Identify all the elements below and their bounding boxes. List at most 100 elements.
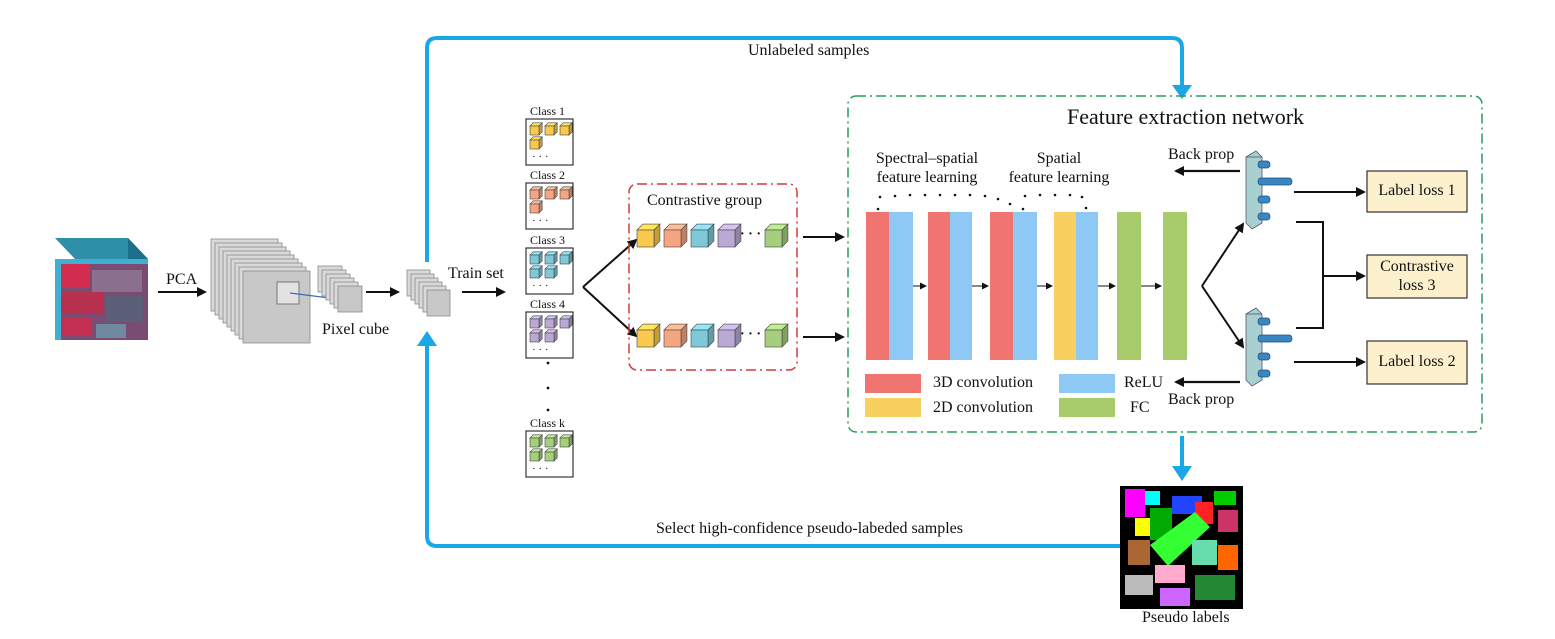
fc-neuron [1257, 352, 1271, 361]
network-layer-bar [1163, 212, 1187, 360]
split-arrow-upper [582, 238, 638, 288]
contrastive-sample-cube [663, 223, 688, 248]
contrastive-upper-ellipsis: · · · [740, 227, 762, 242]
hyperspectral-cube [55, 238, 148, 340]
label-loss-2-box [1366, 340, 1468, 385]
pixel-cube-label: Pixel cube [322, 321, 390, 338]
class-k-label: Class k [530, 416, 566, 430]
fc-neuron [1257, 334, 1293, 343]
pca-label: PCA [166, 271, 198, 288]
contrastive-sample-cube [717, 323, 742, 348]
fc-neuron [1257, 195, 1271, 204]
network-to-pseudo-arrowhead [1172, 466, 1192, 481]
pseudo-label-map [1120, 486, 1243, 609]
heads-to-contrastive-loss [1296, 221, 1364, 329]
class-box: · · · [525, 311, 574, 359]
network-layer-bar [1117, 212, 1141, 360]
feature-network-box [847, 95, 1483, 433]
class-sample-cube [529, 434, 543, 448]
class-sample-cube [544, 315, 558, 329]
class-box: · · · [525, 118, 574, 166]
contrastive-sample-cube [690, 223, 715, 248]
contrastive-loss-3-label: Contrastive loss 3 [1380, 258, 1454, 294]
pseudo-labels-label: Pseudo labels [1142, 609, 1230, 626]
fc-plate [1245, 307, 1263, 387]
class-sample-cube [544, 448, 558, 462]
class-sample-cube [544, 186, 558, 200]
legend-swatch [1059, 374, 1115, 393]
network-layer-bar [950, 212, 972, 360]
class-sample-cube [544, 329, 558, 343]
contrastive-sample-cube [717, 223, 742, 248]
contrastive-sample-cube [764, 323, 789, 348]
class-4-label: Class 4 [530, 297, 566, 311]
back-prop-bottom-label: Back prop [1168, 391, 1235, 408]
network-layer-bar [866, 212, 890, 360]
class-1-label: Class 1 [530, 104, 566, 118]
class-box-ellipsis: · · · [532, 151, 549, 163]
fc-neuron [1257, 160, 1271, 169]
legend-relu-label: ReLU [1124, 374, 1164, 391]
network-layer-bar [990, 212, 1014, 360]
class-sample-cube [529, 122, 543, 136]
pixel-cube-stack [317, 265, 363, 313]
train-set-label: Train set [448, 265, 504, 282]
contrastive-sample-cube [690, 323, 715, 348]
unlabeled-flow-arrow [425, 36, 1184, 262]
class-sample-cube [529, 251, 543, 265]
legend-swatches [865, 374, 1115, 417]
feature-network-title: Feature extraction network [1067, 104, 1305, 129]
class-sample-cube [529, 200, 543, 214]
class-sample-cube [544, 434, 558, 448]
class-sample-cube [559, 122, 573, 136]
legend-swatch [865, 374, 921, 393]
fork-to-lower-head [1201, 285, 1245, 349]
train-cube-stack [406, 269, 451, 317]
train-slice [426, 289, 451, 317]
class-sample-cube [559, 315, 573, 329]
contrastive-loss-3-box [1366, 254, 1468, 299]
class-sample-cube [544, 265, 558, 279]
contrastive-lower-ellipsis: · · · [740, 327, 762, 342]
unlabeled-arrowhead [1172, 85, 1192, 99]
contrastive-row-upper [636, 223, 789, 248]
class-sample-cube [559, 251, 573, 265]
class-2-label: Class 2 [530, 168, 566, 182]
unlabeled-samples-label: Unlabeled samples [748, 42, 870, 59]
class-sample-cube [529, 329, 543, 343]
class-sample-cube [529, 448, 543, 462]
class-boxes: · · · · · · · · · · · · · · · [525, 118, 574, 478]
network-layer-bar [928, 212, 950, 360]
legend-2d-conv-label: 2D convolution [933, 399, 1033, 416]
class-3-label: Class 3 [530, 233, 566, 247]
pseudo-flow-arrow [425, 345, 1120, 548]
label-loss-1-label: Label loss 1 [1378, 182, 1456, 199]
network-layer-bar [1054, 212, 1076, 360]
class-sample-cube [529, 265, 543, 279]
contrastive-row-lower [636, 323, 789, 348]
spectral-spatial-label: Spectral–spatial feature learning [875, 150, 979, 186]
contrastive-sample-cube [636, 223, 661, 248]
class-sample-cube [544, 122, 558, 136]
class-box: · · · [525, 430, 574, 478]
fork-to-upper-head [1201, 222, 1245, 287]
class-sample-cube [544, 251, 558, 265]
legend-swatch [865, 398, 921, 417]
class-box: · · · [525, 182, 574, 230]
network-layers [866, 212, 1187, 360]
contrastive-sample-cube [764, 223, 789, 248]
pixel-slice [337, 285, 363, 313]
fc-plate [1245, 150, 1263, 230]
contrastive-sample-cube [663, 323, 688, 348]
network-layer-bar [1013, 212, 1037, 360]
pseudo-arrowhead [417, 331, 437, 346]
legend-3d-conv-label: 3D convolution [933, 374, 1033, 391]
legend-swatch [1059, 398, 1115, 417]
spatial-label: Spatial feature learning [1008, 150, 1110, 186]
class-box: · · · [525, 247, 574, 295]
contrastive-group-box [628, 183, 798, 371]
class-sample-cube [559, 186, 573, 200]
class-sample-cube [529, 186, 543, 200]
network-layer-bar [889, 212, 913, 360]
